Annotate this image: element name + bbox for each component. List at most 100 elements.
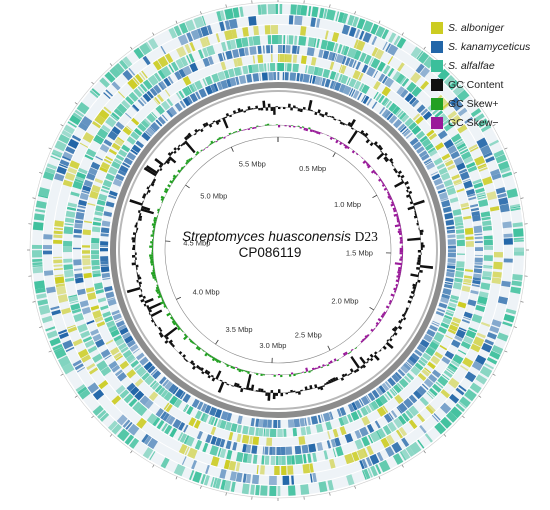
homology-block (83, 272, 92, 279)
homology-block (416, 385, 427, 396)
gc-skew-negative-bar (303, 127, 307, 131)
homology-block (339, 426, 347, 436)
gc-content-bar (405, 194, 411, 198)
gc-content-bar (152, 178, 157, 182)
homology-block (456, 89, 470, 102)
gc-content-bar (156, 169, 160, 173)
homology-block (471, 284, 480, 288)
homology-block (94, 282, 104, 290)
homology-block (340, 65, 347, 74)
gc-content-bar (185, 134, 190, 139)
homology-block (91, 265, 101, 270)
gc-skew-negative-bar (393, 213, 399, 217)
homology-block (501, 280, 511, 288)
homology-block (410, 365, 421, 376)
homology-block (405, 361, 413, 368)
homology-block (278, 63, 285, 72)
gc-skew-positive-bar (204, 351, 207, 353)
homology-block (473, 268, 483, 274)
homology-block (449, 96, 460, 107)
homology-block (117, 169, 127, 177)
gc-content-bar (182, 142, 186, 146)
homology-block (142, 447, 154, 459)
homology-block (67, 326, 78, 333)
homology-block (306, 47, 315, 57)
homology-block (433, 157, 443, 166)
homology-block (248, 16, 257, 26)
gc-content-bar (397, 174, 401, 178)
homology-block (206, 45, 216, 56)
homology-block (382, 424, 392, 436)
gc-content-bar (341, 122, 346, 126)
homology-block (362, 95, 370, 105)
homology-block (95, 155, 103, 161)
homology-block (350, 89, 356, 97)
homology-block (137, 123, 147, 132)
homology-block (316, 442, 324, 452)
outer-tick (401, 464, 404, 468)
homology-block (157, 387, 166, 396)
gc-skew-positive-bar (187, 158, 192, 162)
homology-block (299, 418, 305, 427)
homology-block (475, 187, 485, 194)
gc-content-bar (215, 120, 220, 126)
homology-block (412, 141, 422, 150)
homology-block (228, 431, 234, 441)
gc-skew-negative-bar (333, 358, 337, 362)
homology-block (99, 77, 110, 88)
gc-content-bar (410, 290, 415, 295)
gc-skew-negative-bar (390, 203, 395, 207)
gc-content-bar (142, 193, 147, 197)
homology-block (213, 83, 219, 92)
homology-block (32, 244, 43, 249)
genome-backbone-outer (110, 82, 446, 418)
homology-block (309, 463, 314, 473)
homology-block (408, 419, 418, 430)
outer-tick (513, 172, 517, 174)
homology-block (246, 453, 253, 464)
homology-block (399, 451, 407, 461)
homology-block (184, 446, 190, 456)
homology-block (92, 273, 101, 278)
gc-skew-positive-bar (308, 127, 311, 130)
homology-block (348, 26, 357, 37)
homology-block (41, 315, 53, 324)
gc-skew-positive-bar (152, 225, 156, 229)
homology-block (463, 215, 472, 220)
gc-content-bar (189, 360, 194, 365)
homology-block (50, 155, 61, 161)
gc-content-bar (147, 189, 151, 193)
homology-block (341, 45, 346, 55)
homology-block (38, 304, 51, 315)
gc-content-bar (400, 174, 405, 179)
homology-block (273, 419, 278, 428)
gc-skew-positive-bar (336, 359, 340, 362)
homology-block (100, 227, 110, 234)
homology-block (386, 391, 394, 399)
homology-block (406, 358, 415, 367)
homology-block (84, 220, 93, 224)
gc-skew-negative-bar (344, 145, 348, 149)
outer-tick (443, 63, 447, 66)
homology-block (236, 57, 243, 67)
gc-skew-positive-bar (152, 267, 155, 270)
homology-block (482, 176, 493, 186)
homology-block (510, 207, 521, 212)
homology-block (37, 299, 49, 306)
homology-block (325, 421, 333, 431)
gc-skew-positive-bar (347, 352, 351, 355)
homology-block (168, 64, 175, 73)
homology-block (74, 219, 84, 224)
gc-content-bar (400, 318, 404, 322)
homology-block (377, 429, 385, 439)
homology-block (307, 453, 312, 463)
homology-block (216, 11, 223, 22)
homology-block (358, 83, 365, 92)
homology-block (310, 415, 319, 425)
outer-tick (329, 4, 331, 8)
gc-content-bar (307, 99, 313, 111)
homology-block (225, 50, 233, 60)
gc-content-bar (137, 274, 140, 278)
gc-content-bar (142, 200, 144, 204)
